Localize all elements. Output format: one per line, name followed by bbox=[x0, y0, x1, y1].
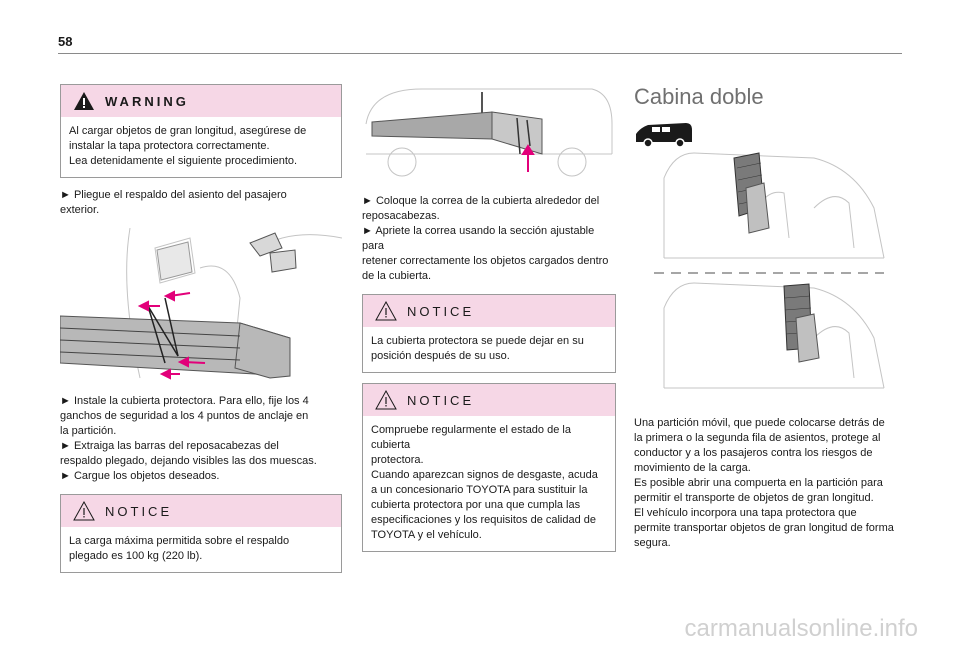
column-2: ► Coloque la correa de la cubierta alred… bbox=[362, 84, 616, 562]
watermark: carmanualsonline.info bbox=[684, 615, 918, 642]
double-cab-van-icon bbox=[636, 123, 692, 148]
notice-triangle-icon bbox=[375, 390, 397, 410]
notice-box-leave-cover: NOTICE La cubierta protectora se puede d… bbox=[362, 294, 616, 373]
warning-title: WARNING bbox=[105, 93, 189, 109]
steps-strap: ► Coloque la correa de la cubierta alred… bbox=[362, 195, 609, 282]
steps-install-cover: ► Instale la cubierta protectora. Para e… bbox=[60, 395, 317, 482]
warning-box: WARNING Al cargar objetos de gran longit… bbox=[60, 84, 342, 178]
header-rule bbox=[58, 53, 902, 54]
column-1: WARNING Al cargar objetos de gran longit… bbox=[60, 84, 342, 583]
notice-title: NOTICE bbox=[407, 392, 475, 408]
warning-triangle-icon bbox=[74, 92, 94, 110]
partition-illustration-bottom bbox=[663, 282, 885, 389]
step-fold-seat: ► Pliegue el respaldo del asiento del pa… bbox=[60, 189, 287, 216]
notice-box-check-cover: NOTICE Compruebe regularmente el estado … bbox=[362, 383, 616, 552]
section-heading: Cabina doble bbox=[634, 84, 764, 109]
notice-triangle-icon bbox=[375, 301, 397, 321]
notice-triangle-icon bbox=[73, 501, 95, 521]
strap-illustration bbox=[362, 84, 616, 184]
notice-title: NOTICE bbox=[105, 503, 173, 519]
section-body: Una partición móvil, que puede colocarse… bbox=[634, 417, 894, 549]
page-number: 58 bbox=[58, 34, 73, 49]
column-3: Cabina doble bbox=[634, 84, 894, 561]
warning-text: Al cargar objetos de gran longitud, aseg… bbox=[69, 125, 307, 167]
notice-box-max-load: NOTICE La carga máxima permitida sobre e… bbox=[60, 494, 342, 573]
notice-title: NOTICE bbox=[407, 303, 475, 319]
cover-install-illustration bbox=[60, 228, 342, 388]
partition-illustration-top bbox=[654, 152, 885, 274]
